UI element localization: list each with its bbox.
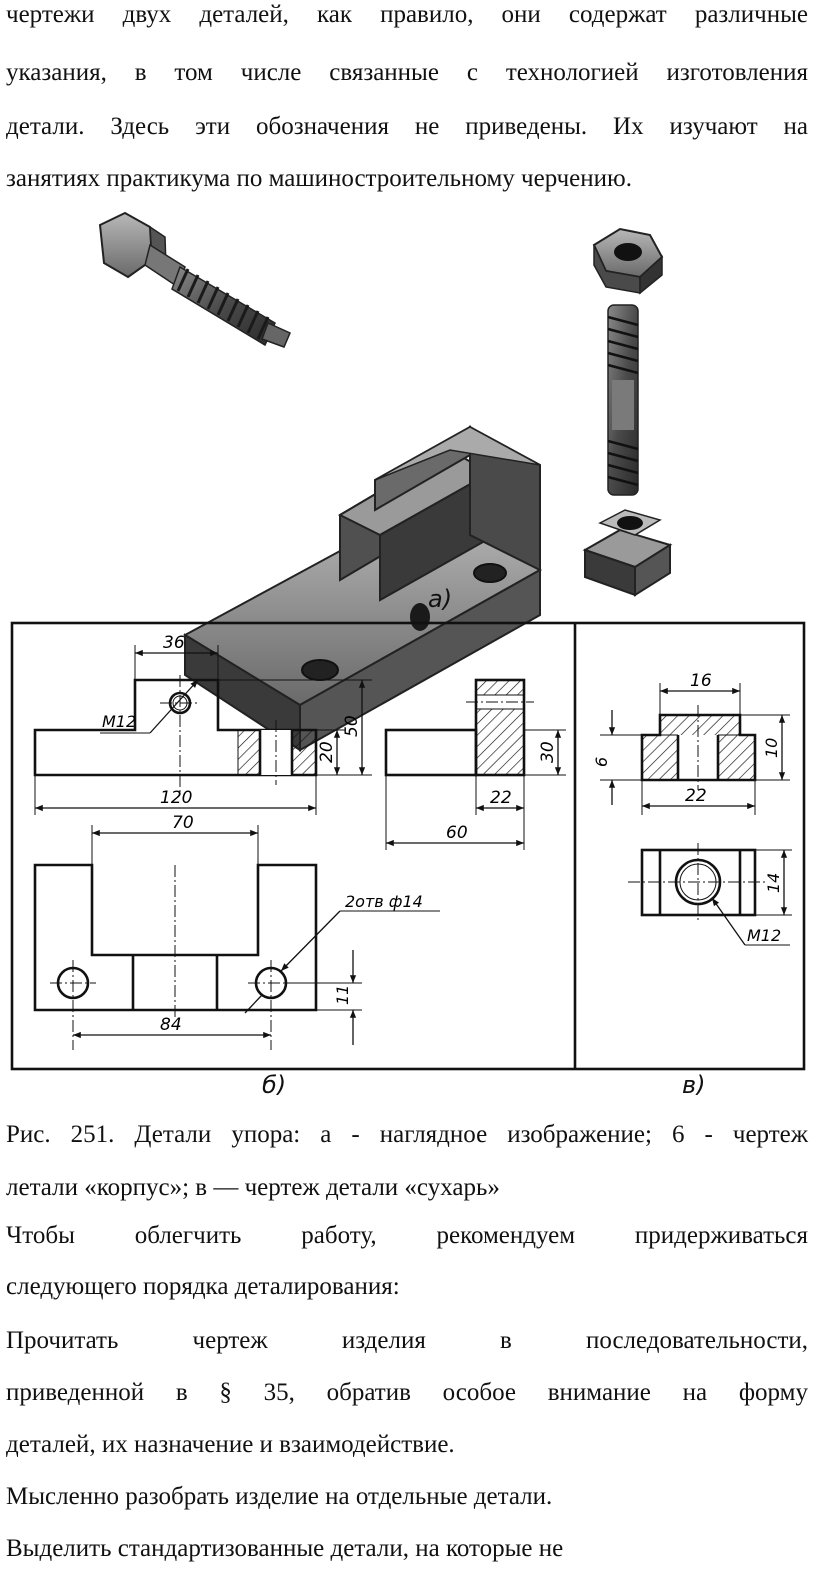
dim-2-holes: 2отв ф14: [345, 892, 423, 911]
nut-image: [592, 227, 664, 295]
caption-line-2: летали «корпус»; в — чертеж детали «суха…: [6, 1174, 500, 1201]
dim-36: 36: [163, 633, 185, 653]
label-v: в): [682, 1071, 706, 1095]
dim-20: 20: [317, 741, 337, 763]
sukhar-front-view: 16 6 10 22: [592, 671, 790, 815]
dim-m12-v: M12: [747, 926, 781, 945]
dim-70: 70: [172, 813, 194, 833]
drawing-frame: [10, 621, 806, 1071]
body-line-4: приведенной в § 35, обратив особое внима…: [6, 1379, 808, 1406]
dim-60: 60: [446, 823, 468, 843]
body-line-7: Выделить стандартизованные детали, на ко…: [6, 1535, 564, 1562]
stud-image: [607, 304, 639, 496]
sukhar-top-view: 14 M12: [628, 843, 792, 946]
label-b: б): [262, 1071, 286, 1095]
bolt-image: [98, 211, 291, 348]
dim-50: 50: [342, 715, 362, 737]
label-a: а): [428, 585, 452, 613]
intro-line-2: указания, в том числе связанные с технол…: [6, 59, 808, 86]
body-line-2: следующего порядка деталирования:: [6, 1273, 400, 1300]
pictorial-view-a: а): [98, 211, 673, 752]
dim-m12-b: M12: [102, 712, 136, 731]
body-line-3: Прочитать чертеж изделия в последователь…: [6, 1327, 808, 1354]
dim-11: 11: [333, 985, 352, 1005]
body-line-5: деталей, их назначение и взаимодействие.: [6, 1431, 455, 1458]
dim-22-v: 22: [685, 786, 707, 806]
top-view: 70 2отв ф14 11 84: [33, 813, 440, 1050]
dim-22-b: 22: [490, 788, 512, 808]
drawing-v: 16 6 10 22: [592, 671, 792, 946]
dim-6: 6: [592, 757, 611, 767]
dim-14: 14: [764, 873, 783, 893]
side-view: 30 22 60: [384, 678, 566, 850]
dim-84: 84: [160, 1015, 182, 1035]
body-line-1: Чтобы облегчить работу, рекомендуем прид…: [6, 1222, 808, 1249]
body-line-6: Мысленно разобрать изделие на отдельные …: [6, 1483, 553, 1510]
figure-251: а) 36 M12: [10, 211, 806, 1095]
intro-line-3: детали. Здесь эти обозначения не приведе…: [6, 113, 808, 140]
sukhar-image: [582, 509, 673, 597]
intro-line-1: чертежи двух деталей, как правило, они с…: [6, 1, 808, 28]
dim-120: 120: [160, 788, 192, 808]
caption-line-1: Рис. 251. Детали упора: а - наглядное из…: [6, 1121, 808, 1148]
front-view: 36 M12 50 20 120: [33, 633, 372, 815]
drawing-b: 36 M12 50 20 120: [33, 633, 566, 1050]
intro-line-4: занятиях практикума по машиностроительно…: [6, 165, 632, 192]
dim-30: 30: [538, 741, 558, 763]
dim-10: 10: [762, 738, 781, 758]
dim-16: 16: [690, 671, 712, 691]
